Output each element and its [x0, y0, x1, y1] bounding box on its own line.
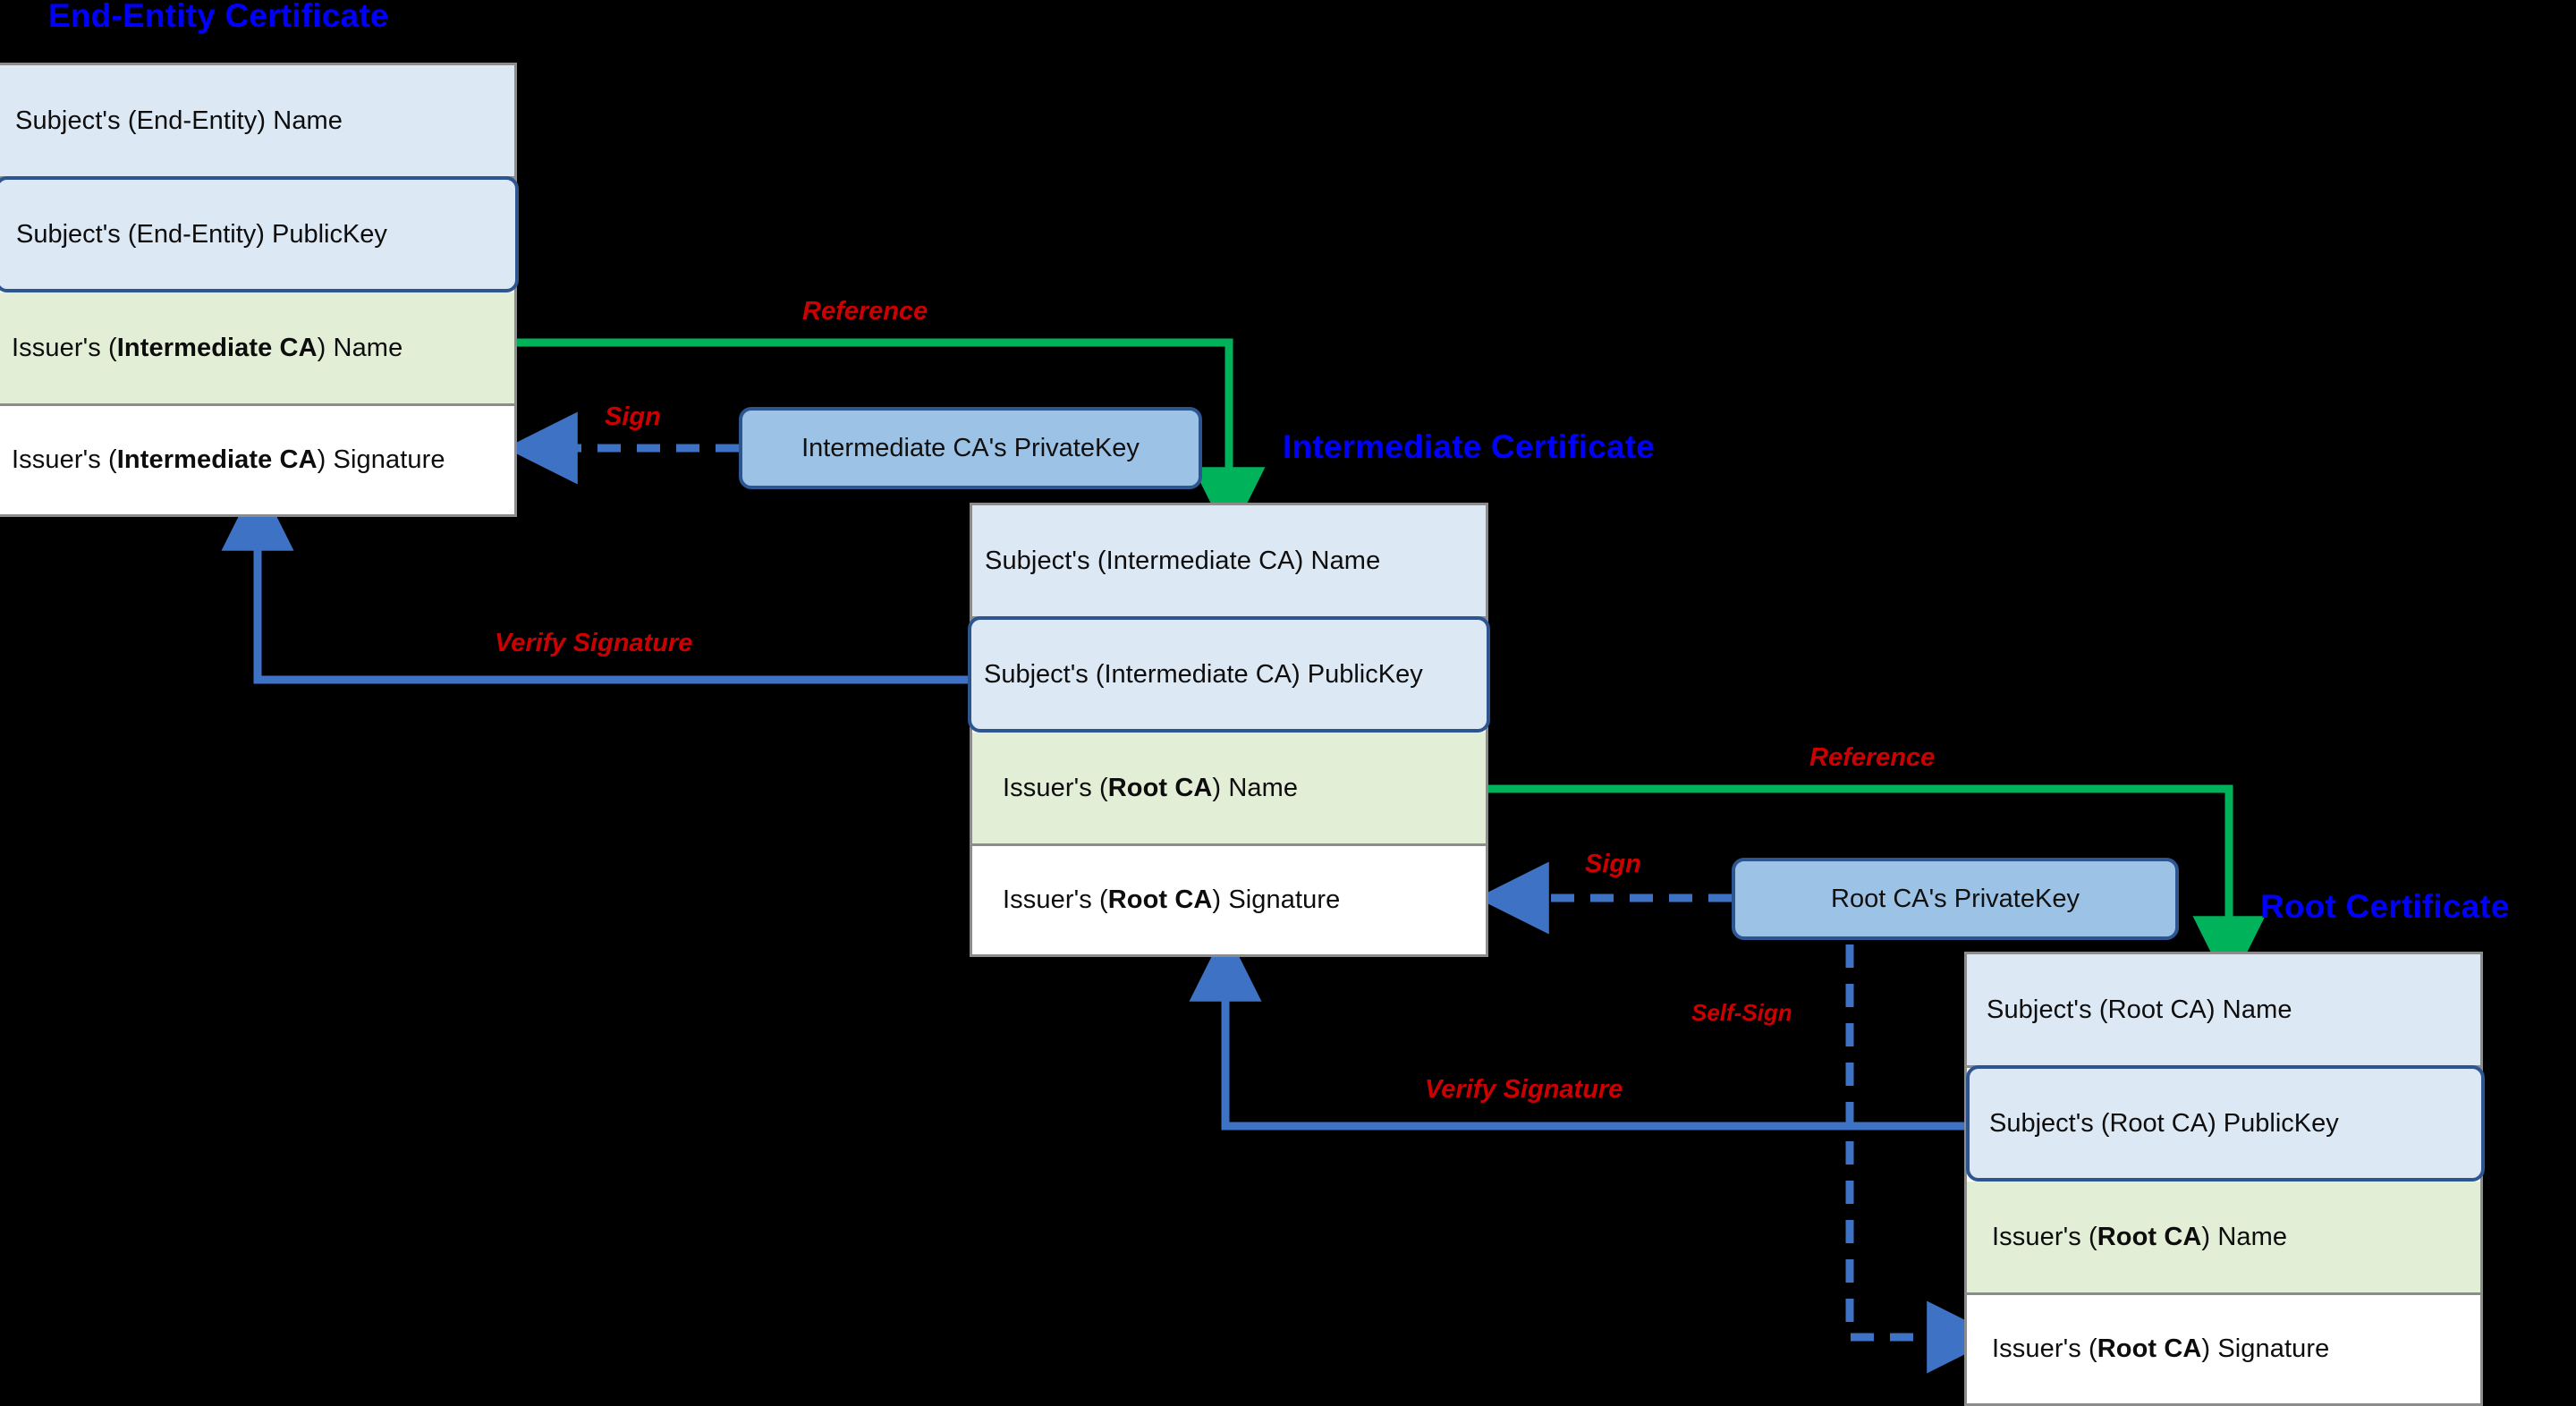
row-label: Subject's (Root CA) PublicKey: [1989, 1108, 2339, 1138]
cert-row-end-entity-publickey[interactable]: Subject's (End-Entity) PublicKey: [0, 176, 519, 292]
row-label: Issuer's (Root CA) Name: [1992, 1222, 2288, 1251]
private-key-root-ca[interactable]: Root CA's PrivateKey: [1732, 858, 2179, 940]
row-label: Issuer's (Intermediate CA) Name: [12, 333, 403, 362]
cert-row-intermediate-issuer-name: Issuer's (Root CA) Name: [972, 733, 1486, 846]
private-key-label: Intermediate CA's PrivateKey: [801, 433, 1140, 462]
private-key-label: Root CA's PrivateKey: [1831, 884, 2080, 913]
edge-label-reference-ee: Reference: [802, 297, 928, 326]
row-label: Issuer's (Intermediate CA) Signature: [12, 445, 445, 474]
row-label: Issuer's (Root CA) Signature: [1992, 1334, 2330, 1363]
cert-row-end-entity-issuer-signature: Issuer's (Intermediate CA) Signature: [0, 406, 514, 514]
edge-label-sign-root: Sign: [1585, 850, 1641, 878]
cert-row-root-publickey[interactable]: Subject's (Root CA) PublicKey: [1966, 1065, 2485, 1182]
cert-row-root-issuer-name: Issuer's (Root CA) Name: [1967, 1182, 2480, 1295]
title-root-certificate: Root Certificate: [2260, 888, 2510, 925]
edge-label-sign-intermediate: Sign: [605, 402, 661, 431]
edge-label-verify-intermediate-signature: Verify Signature: [1425, 1075, 1623, 1104]
row-label: Subject's (Intermediate CA) Name: [985, 546, 1381, 575]
edge-label-verify-ee-signature: Verify Signature: [495, 629, 693, 657]
row-label: Issuer's (Root CA) Signature: [1003, 885, 1341, 914]
certificate-intermediate[interactable]: Subject's (Intermediate CA) Name Issuer'…: [970, 503, 1488, 957]
row-label: Issuer's (Root CA) Name: [1003, 773, 1299, 802]
row-label: Subject's (End-Entity) PublicKey: [16, 219, 387, 249]
edge-self-sign-root: [1845, 944, 2000, 1374]
title-end-entity-certificate: End-Entity Certificate: [48, 0, 389, 34]
cert-row-end-entity-subject-name: Subject's (End-Entity) Name: [0, 65, 514, 179]
cert-row-root-issuer-signature: Issuer's (Root CA) Signature: [1967, 1295, 2480, 1403]
cert-row-root-subject-name: Subject's (Root CA) Name: [1967, 954, 2480, 1068]
row-label: Subject's (Intermediate CA) PublicKey: [984, 659, 1423, 689]
row-label: Subject's (End-Entity) Name: [15, 106, 343, 135]
cert-row-intermediate-publickey[interactable]: Subject's (Intermediate CA) PublicKey: [968, 616, 1490, 733]
edge-label-reference-root: Reference: [1809, 743, 1936, 772]
cert-row-end-entity-issuer-name: Issuer's (Intermediate CA) Name: [0, 292, 514, 406]
title-intermediate-certificate: Intermediate Certificate: [1283, 428, 1656, 465]
private-key-intermediate-ca[interactable]: Intermediate CA's PrivateKey: [739, 407, 1202, 489]
cert-row-intermediate-issuer-signature: Issuer's (Root CA) Signature: [972, 846, 1486, 954]
cert-row-intermediate-subject-name: Subject's (Intermediate CA) Name: [972, 505, 1486, 619]
row-label: Subject's (Root CA) Name: [1987, 995, 2292, 1024]
edge-label-self-sign: Self-Sign: [1691, 999, 1792, 1026]
